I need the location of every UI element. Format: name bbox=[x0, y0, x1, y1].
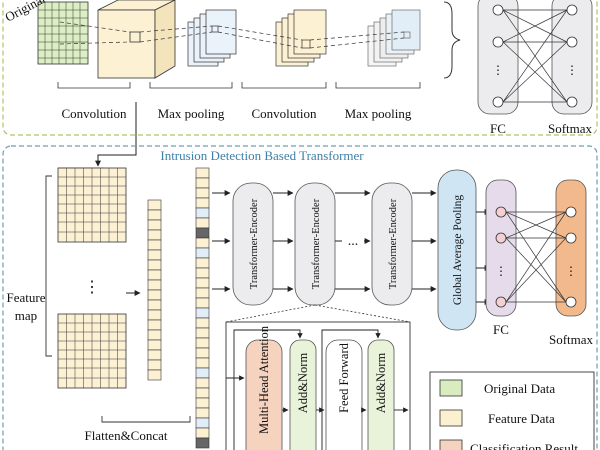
feed-forward-block bbox=[325, 339, 363, 450]
flatten-column bbox=[147, 199, 162, 381]
curly-brace bbox=[443, 1, 461, 79]
feature-map-bracket bbox=[45, 175, 52, 357]
svg-text:Classification Result: Classification Result bbox=[470, 441, 578, 450]
svg-text:⋮: ⋮ bbox=[566, 63, 578, 77]
transformer-encoder-1: Transformer-Encoder bbox=[232, 182, 274, 306]
step-maxpool-2: Max pooling bbox=[345, 106, 412, 121]
feature-map-vdots: ⋮ bbox=[84, 279, 100, 296]
add-norm-block-1 bbox=[289, 339, 317, 450]
legend-item-original: Original Data bbox=[439, 379, 555, 397]
svg-text:⋮: ⋮ bbox=[492, 63, 504, 77]
conv2-stack bbox=[275, 9, 327, 67]
transformer-encoder-2: Transformer-Encoder bbox=[294, 182, 336, 306]
top-to-bottom-connector bbox=[95, 102, 137, 167]
feature-map-grid-top bbox=[57, 167, 127, 243]
legend-item-classification: Classification Result bbox=[439, 439, 578, 450]
legend: Original Data Feature Data Classificatio… bbox=[429, 371, 595, 450]
legend-item-feature: Feature Data bbox=[439, 409, 555, 427]
conv1-block bbox=[97, 0, 176, 79]
top-softmax-label: Softmax bbox=[548, 121, 593, 136]
svg-text:Add&Norm: Add&Norm bbox=[374, 353, 388, 414]
original-data-grid bbox=[37, 1, 89, 65]
top-softmax-column: ⋮ bbox=[551, 0, 593, 115]
add-norm-block-2 bbox=[367, 339, 395, 450]
step-maxpool-1: Max pooling bbox=[158, 106, 225, 121]
svg-text:Global Average Pooling: Global Average Pooling bbox=[452, 195, 464, 306]
top-panel bbox=[2, 0, 598, 136]
svg-text:Transformer-Encoder: Transformer-Encoder bbox=[388, 198, 399, 289]
svg-text:Feature Data: Feature Data bbox=[488, 411, 555, 426]
svg-text:Feed Forward: Feed Forward bbox=[337, 342, 351, 413]
top-dashed-connections bbox=[59, 21, 405, 49]
step-convolution-2: Convolution bbox=[251, 106, 317, 121]
bottom-fc-column: ⋮ bbox=[485, 179, 517, 317]
top-fc-softmax-links bbox=[502, 9, 568, 103]
feature-map-label-2: map bbox=[15, 308, 37, 323]
svg-text:⋮: ⋮ bbox=[495, 264, 507, 278]
maxpool1-stack bbox=[187, 9, 237, 67]
top-fc-label: FC bbox=[490, 121, 506, 136]
svg-text:Transformer-Encoder: Transformer-Encoder bbox=[249, 198, 260, 289]
bottom-panel bbox=[2, 145, 598, 450]
bottom-title: Intrusion Detection Based Transformer bbox=[160, 148, 364, 163]
svg-text:Add&Norm: Add&Norm bbox=[296, 353, 310, 414]
feature-map-grid-bottom bbox=[57, 313, 127, 389]
bottom-fc-label: FC bbox=[493, 322, 509, 337]
encoder-detail-box: Multi-Head Attention Add&Norm Feed Forwa… bbox=[225, 321, 411, 450]
top-step-brackets bbox=[57, 82, 421, 89]
encoder-ellipsis: ... bbox=[348, 234, 359, 249]
feature-map-label-1: Feature bbox=[7, 290, 46, 305]
step-convolution-1: Convolution bbox=[61, 106, 127, 121]
bottom-fc-softmax-links bbox=[505, 211, 567, 303]
maxpool2-stack bbox=[367, 9, 421, 67]
transformer-encoder-3: Transformer-Encoder bbox=[371, 182, 413, 306]
top-fc-column: ⋮ bbox=[477, 0, 519, 115]
concat-column bbox=[195, 167, 210, 449]
svg-text:Multi-Head Attention: Multi-Head Attention bbox=[257, 325, 271, 434]
bottom-softmax-column: ⋮ bbox=[555, 179, 587, 317]
svg-text:⋮: ⋮ bbox=[565, 264, 577, 278]
encoder-links bbox=[273, 190, 437, 292]
global-average-pooling: Global Average Pooling bbox=[437, 169, 477, 331]
svg-text:Original Data: Original Data bbox=[484, 381, 555, 396]
encoder-detail-dotted-lines bbox=[225, 304, 411, 323]
svg-text:Transformer-Encoder: Transformer-Encoder bbox=[311, 198, 322, 289]
bottom-softmax-label: Softmax bbox=[549, 332, 594, 347]
flatten-bracket bbox=[101, 416, 191, 423]
concat-to-encoder-arrows bbox=[212, 190, 231, 292]
flatten-label: Flatten&Concat bbox=[84, 428, 167, 443]
multi-head-attention-block bbox=[245, 339, 283, 450]
